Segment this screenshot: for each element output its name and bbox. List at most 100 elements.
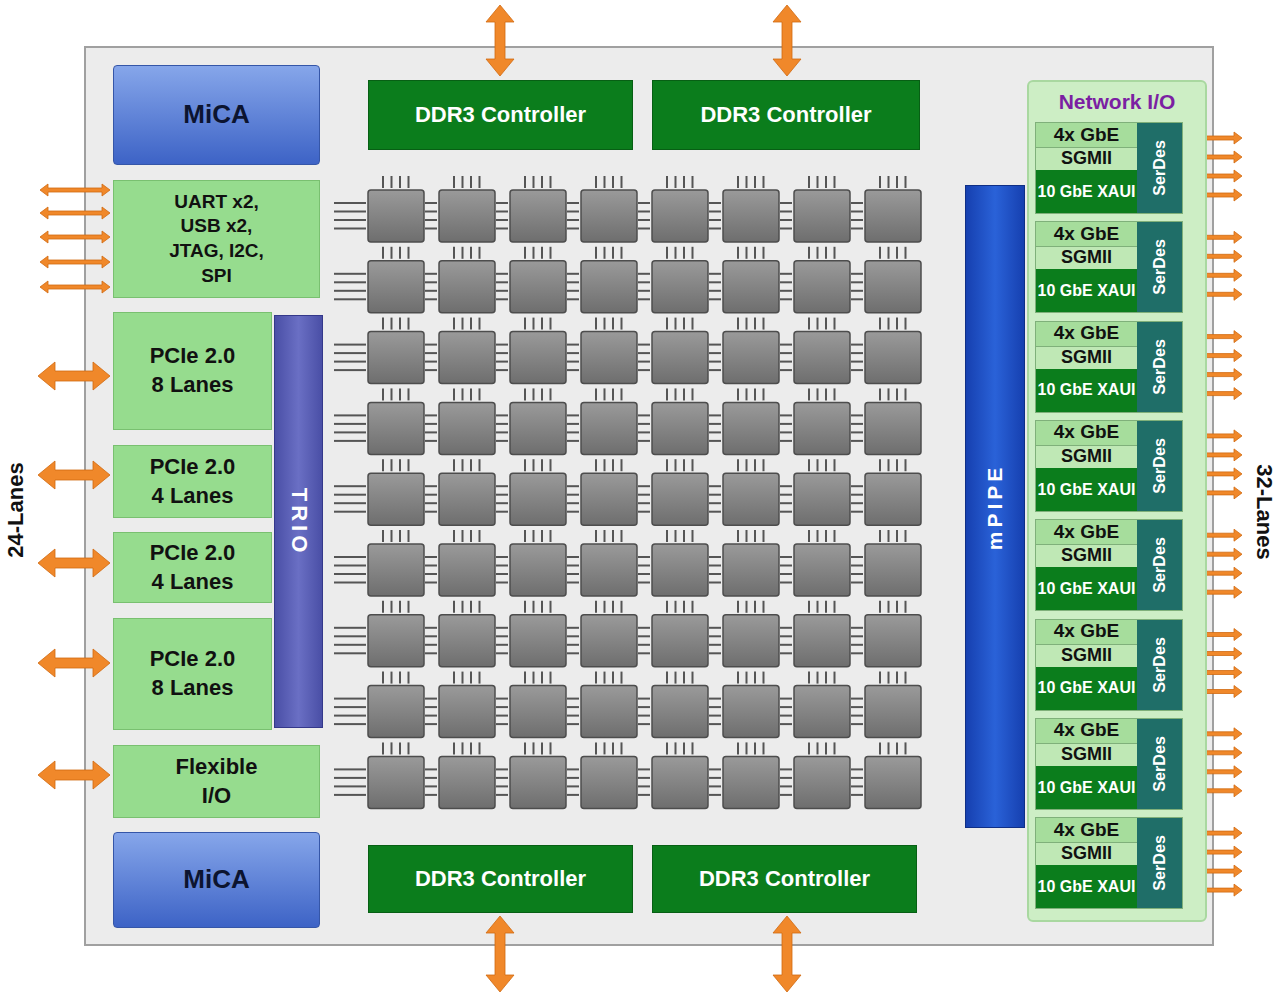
tile-pin xyxy=(675,742,677,754)
tile-pin xyxy=(780,652,792,654)
tile-core xyxy=(709,601,779,667)
tile-pin xyxy=(834,247,836,259)
tile-pin xyxy=(896,176,898,188)
tile-pin xyxy=(683,247,685,259)
tile-pin xyxy=(453,388,455,400)
tile-pin xyxy=(479,601,481,613)
tile-pin xyxy=(533,672,535,684)
tile-pin xyxy=(541,742,543,754)
tile-pin xyxy=(621,459,623,471)
tile-pin xyxy=(425,582,437,584)
tile-pin xyxy=(595,318,597,330)
tile-pin xyxy=(567,723,579,725)
tile-pin xyxy=(709,202,721,204)
tile-body xyxy=(368,261,424,313)
tile-pin xyxy=(496,794,508,796)
tile-pin xyxy=(780,423,792,425)
tile-pin xyxy=(780,777,792,779)
tile-pin xyxy=(567,202,579,204)
tile-pin xyxy=(567,635,579,637)
tile-pin xyxy=(780,228,792,230)
tile-pin xyxy=(496,698,508,700)
tile-pin xyxy=(834,601,836,613)
tile-pin xyxy=(425,344,437,346)
tile-pin xyxy=(425,573,437,575)
tile-pin xyxy=(780,211,792,213)
tile-body xyxy=(510,261,566,313)
tile-pin xyxy=(425,202,437,204)
tile-body xyxy=(723,402,779,454)
tile-pin xyxy=(638,440,650,442)
tile-pin xyxy=(550,388,552,400)
tile-pin xyxy=(666,176,668,188)
tile-body xyxy=(794,190,850,242)
tile-pin xyxy=(382,601,384,613)
block-label: TRIO xyxy=(284,487,313,556)
tile-pin xyxy=(851,352,863,354)
tile-pin xyxy=(737,388,739,400)
tile-core xyxy=(780,388,850,454)
tile-pin xyxy=(834,742,836,754)
tile-pin xyxy=(817,530,819,542)
tile-pin xyxy=(825,742,827,754)
tile-pin xyxy=(479,672,481,684)
tile-pin xyxy=(334,706,366,708)
tile-pin xyxy=(888,247,890,259)
io-arrow xyxy=(773,916,801,992)
tile-pin xyxy=(896,388,898,400)
tile-core xyxy=(851,176,921,242)
tile-pin xyxy=(567,785,579,787)
tile-grid xyxy=(334,176,921,808)
tile-pin xyxy=(851,414,863,416)
tile-body xyxy=(794,756,850,808)
tile-pin xyxy=(524,672,526,684)
tile-pin xyxy=(737,459,739,471)
tile-pin xyxy=(709,652,721,654)
block-label: MiCA xyxy=(183,98,249,132)
tile-pin xyxy=(334,431,366,433)
io-arrow xyxy=(486,5,514,76)
port-label: 4x GbE xyxy=(1036,123,1137,148)
tile-body xyxy=(581,686,637,738)
tile-pin xyxy=(408,247,410,259)
tile-pin xyxy=(754,176,756,188)
tile-pin xyxy=(567,273,579,275)
tile-pin xyxy=(612,672,614,684)
tile-core xyxy=(496,388,566,454)
interface-label: SGMII xyxy=(1036,843,1137,865)
io-arrow xyxy=(486,916,514,992)
tile-pin xyxy=(334,344,366,346)
tile-pin xyxy=(834,530,836,542)
tile-pin xyxy=(612,530,614,542)
peripheral-io-block: UART x2, USB x2, JTAG, I2C, SPI xyxy=(113,180,320,298)
tile-pin xyxy=(808,176,810,188)
tile-pin xyxy=(399,742,401,754)
tile-pin xyxy=(763,530,765,542)
tile-pin xyxy=(709,290,721,292)
tile-pin xyxy=(709,219,721,221)
tile-pin xyxy=(470,176,472,188)
tile-core xyxy=(567,601,637,667)
tile-pin xyxy=(746,176,748,188)
tile-body xyxy=(652,544,708,596)
tile-pin xyxy=(808,672,810,684)
tile-pin xyxy=(879,530,881,542)
tile-pin xyxy=(425,281,437,283)
tile-pin xyxy=(496,202,508,204)
tile-pin xyxy=(638,344,650,346)
tile-pin xyxy=(825,318,827,330)
tile-pin xyxy=(666,672,668,684)
tile-pin xyxy=(391,459,393,471)
tile-pin xyxy=(408,318,410,330)
block-label: Network I/O xyxy=(1029,88,1205,115)
block-label: DDR3 Controller xyxy=(699,865,870,894)
lane-count-label: 32-Lanes xyxy=(1251,464,1277,559)
tile-pin xyxy=(780,440,792,442)
tile-pin xyxy=(834,176,836,188)
tile-pin xyxy=(496,423,508,425)
tile-pin xyxy=(692,742,694,754)
ddr-controller: DDR3 Controller xyxy=(652,80,920,150)
interface-label: SGMII xyxy=(1036,148,1137,170)
tile-pin xyxy=(638,652,650,654)
tile-core xyxy=(780,459,850,525)
